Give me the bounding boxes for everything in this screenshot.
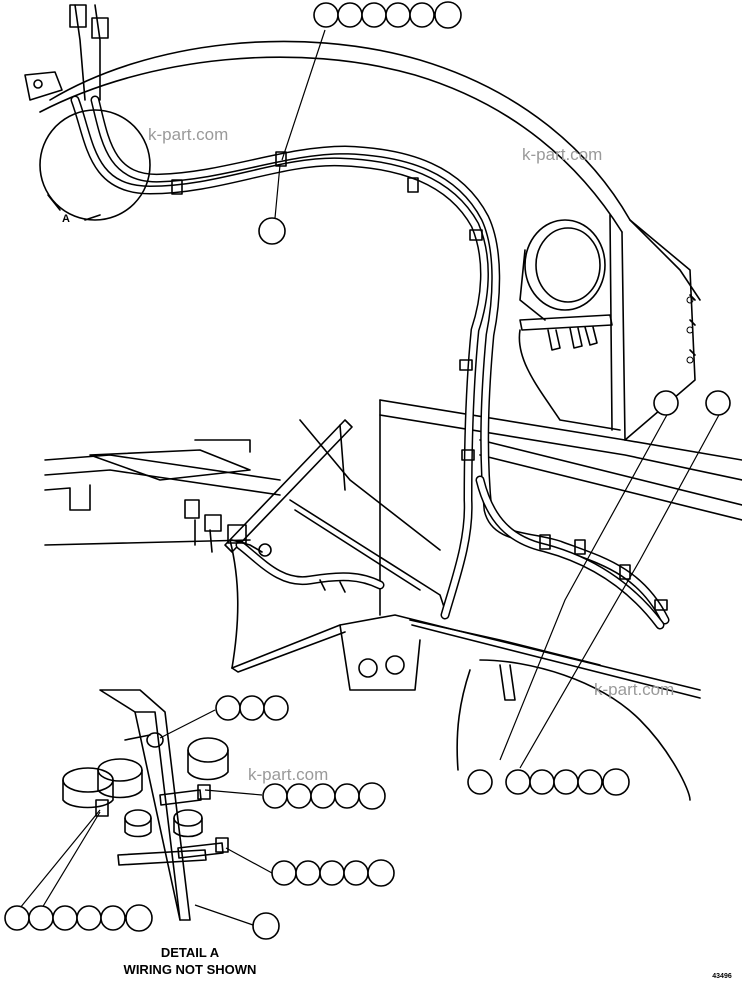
- callout-bubble: [125, 904, 153, 932]
- callout-bubble: [337, 2, 363, 28]
- callout-bubble: [239, 695, 265, 721]
- callout-bubble: [252, 912, 280, 940]
- duct-opening: [519, 219, 606, 321]
- callout-bubble: [4, 905, 30, 931]
- callout-bubble: [313, 2, 339, 28]
- fender-outline: [39, 40, 701, 441]
- duct-bracket: [518, 314, 621, 431]
- callout-bubble: [358, 782, 386, 810]
- detail-view-label: A: [62, 213, 70, 225]
- callout-bubble: [52, 905, 78, 931]
- callout-bubble: [653, 390, 679, 416]
- fittings: [184, 499, 346, 593]
- callout-top: [313, 1, 462, 29]
- callout-bubble: [361, 2, 387, 28]
- callout-bubble: [434, 1, 462, 29]
- detail-subtitle: WIRING NOT SHOWN: [124, 962, 257, 977]
- callout-bubble: [286, 783, 312, 809]
- callout-bubble: [310, 783, 336, 809]
- watermark: k-part.com: [148, 125, 228, 144]
- callout-bubble: [262, 783, 288, 809]
- watermark: k-part.com: [522, 145, 602, 164]
- callout-right-b: [705, 390, 731, 416]
- hose-run-lower: [231, 539, 385, 590]
- callout-bubble: [409, 2, 435, 28]
- detail-title: DETAIL A: [161, 945, 220, 960]
- callout-bubble: [367, 859, 395, 887]
- callout-bubble: [343, 860, 369, 886]
- callout-bubble: [76, 905, 102, 931]
- callout-bubble: [602, 768, 630, 796]
- callout-bottom-group: [505, 768, 630, 796]
- frame-rail: [44, 399, 742, 669]
- callout-bubble: [705, 390, 731, 416]
- callout-bubble: [319, 860, 345, 886]
- callout-bubble: [467, 769, 493, 795]
- callout-bubble: [529, 769, 555, 795]
- callout-bubble: [271, 860, 297, 886]
- callout-right-a: [653, 390, 679, 416]
- callout-leaders: [19, 29, 721, 926]
- watermark: k-part.com: [248, 765, 328, 784]
- callout-bubble: [215, 695, 241, 721]
- callout-bubble: [263, 695, 289, 721]
- callout-bubble: [100, 905, 126, 931]
- callout-bubble: [385, 2, 411, 28]
- callout-bubble: [28, 905, 54, 931]
- drawing-number: 43496: [712, 973, 732, 980]
- mounting-plate: [231, 614, 701, 699]
- callout-bottom-single: [467, 769, 493, 795]
- watermark: k-part.com: [594, 680, 674, 699]
- callout-detail-clamp: [215, 695, 289, 721]
- wheel-arch: [456, 659, 691, 801]
- callout-detail-screw: [271, 859, 395, 887]
- callout-detail-bolt: [262, 782, 386, 810]
- callout-bubble: [577, 769, 603, 795]
- callout-bubble: [295, 860, 321, 886]
- watermarks: k-part.com k-part.com k-part.com k-part.…: [148, 125, 674, 784]
- hose-run-main: [70, 95, 670, 630]
- callout-bubble: [553, 769, 579, 795]
- detail-a-indicator: A: [39, 109, 151, 225]
- callout-hose-clamp: [258, 217, 286, 245]
- callout-detail-left: [4, 904, 153, 932]
- hose-clamps: [171, 151, 668, 611]
- callout-detail-bracket: [252, 912, 280, 940]
- callout-bubble: [334, 783, 360, 809]
- callout-bubble: [258, 217, 286, 245]
- detail-a-view: [62, 689, 229, 921]
- hose-connectors-top: [24, 4, 109, 101]
- callout-bubble: [505, 769, 531, 795]
